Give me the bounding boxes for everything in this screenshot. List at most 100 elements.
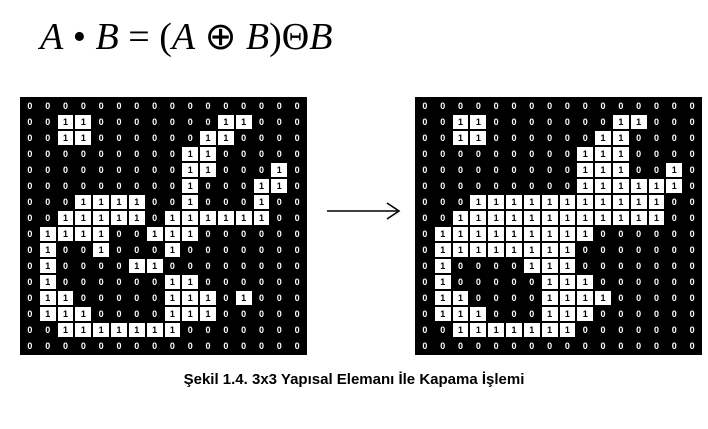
matrix-cell: 0 bbox=[145, 242, 164, 258]
matrix-cell: 0 bbox=[487, 306, 506, 322]
matrix-cell: 0 bbox=[665, 210, 684, 226]
matrix-cell: 1 bbox=[558, 322, 577, 338]
matrix-cell: 0 bbox=[21, 162, 39, 178]
matrix-cell: 1 bbox=[92, 226, 111, 242]
matrix-cell: 1 bbox=[127, 258, 146, 274]
matrix-cell: 1 bbox=[576, 274, 595, 290]
matrix-cell: 0 bbox=[611, 226, 630, 242]
matrix-cell: 1 bbox=[181, 194, 200, 210]
matrix-cell: 1 bbox=[38, 290, 57, 306]
formula-b: B bbox=[95, 16, 119, 58]
formula-b-3: B bbox=[309, 16, 333, 58]
matrix-cell: 1 bbox=[199, 290, 217, 306]
matrix-cell: 1 bbox=[252, 194, 271, 210]
matrix-cell: 0 bbox=[145, 178, 164, 194]
matrix-cell: 0 bbox=[288, 290, 306, 306]
matrix-cell: 0 bbox=[216, 194, 235, 210]
matrix-cell: 0 bbox=[558, 338, 577, 354]
matrix-cell: 1 bbox=[110, 194, 128, 210]
matrix-cell: 1 bbox=[522, 194, 541, 210]
matrix-cell: 0 bbox=[647, 130, 666, 146]
matrix-cell: 0 bbox=[540, 130, 559, 146]
matrix-cell: 0 bbox=[683, 306, 701, 322]
matrix-cell: 0 bbox=[288, 178, 306, 194]
matrix-cell: 0 bbox=[451, 258, 470, 274]
matrix-cell: 1 bbox=[74, 322, 93, 338]
matrix-cell: 0 bbox=[199, 274, 217, 290]
matrix-cell: 1 bbox=[38, 274, 57, 290]
matrix-cell: 0 bbox=[288, 114, 306, 130]
matrix-cell: 0 bbox=[252, 274, 271, 290]
matrix-cell: 1 bbox=[611, 162, 630, 178]
matrix-cell: 0 bbox=[665, 146, 684, 162]
matrix-cell: 1 bbox=[181, 290, 200, 306]
matrix-cell: 0 bbox=[216, 162, 235, 178]
matrix-cell: 0 bbox=[92, 114, 111, 130]
matrix-cell: 0 bbox=[38, 338, 57, 354]
matrix-cell: 0 bbox=[469, 146, 488, 162]
matrix-cell: 0 bbox=[38, 178, 57, 194]
matrix-cell: 1 bbox=[433, 274, 452, 290]
matrix-cell: 1 bbox=[74, 194, 93, 210]
matrix-cell: 0 bbox=[234, 98, 253, 114]
matrix-cell: 1 bbox=[270, 162, 289, 178]
matrix-cell: 1 bbox=[611, 178, 630, 194]
matrix-cell: 1 bbox=[576, 210, 595, 226]
matrix-cell: 0 bbox=[505, 130, 523, 146]
matrix-cell: 1 bbox=[433, 306, 452, 322]
matrix-cell: 0 bbox=[145, 130, 164, 146]
matrix-cell: 0 bbox=[576, 322, 595, 338]
matrix-cell: 1 bbox=[594, 162, 612, 178]
matrix-cell: 1 bbox=[163, 226, 182, 242]
matrix-cell: 0 bbox=[487, 162, 506, 178]
matrix-cell: 0 bbox=[611, 290, 630, 306]
matrix-cell: 0 bbox=[647, 162, 666, 178]
matrix-cell: 1 bbox=[433, 226, 452, 242]
matrix-cell: 0 bbox=[56, 194, 75, 210]
matrix-cell: 0 bbox=[270, 258, 289, 274]
matrix-cell: 0 bbox=[163, 194, 182, 210]
matrix-cell: 0 bbox=[145, 146, 164, 162]
matrix-cell: 0 bbox=[181, 338, 200, 354]
matrix-cell: 0 bbox=[216, 306, 235, 322]
matrix-cell: 0 bbox=[647, 242, 666, 258]
matrix-cell: 1 bbox=[469, 194, 488, 210]
matrix-cell: 1 bbox=[181, 226, 200, 242]
matrix-cell: 0 bbox=[629, 226, 648, 242]
matrix-cell: 0 bbox=[487, 146, 506, 162]
matrix-cell: 0 bbox=[163, 114, 182, 130]
matrix-cell: 1 bbox=[505, 322, 523, 338]
matrix-cell: 0 bbox=[558, 98, 577, 114]
formula-dilation-operator: ⊕ bbox=[204, 16, 237, 58]
matrix-cell: 0 bbox=[522, 274, 541, 290]
matrix-cell: 0 bbox=[505, 146, 523, 162]
matrix-cell: 1 bbox=[522, 322, 541, 338]
matrix-cell: 1 bbox=[56, 114, 75, 130]
matrix-cell: 0 bbox=[270, 114, 289, 130]
matrix-cell: 1 bbox=[163, 274, 182, 290]
formula-a: A bbox=[40, 16, 64, 58]
matrix-cell: 1 bbox=[594, 130, 612, 146]
matrix-cell: 0 bbox=[505, 338, 523, 354]
matrix-cell: 1 bbox=[127, 194, 146, 210]
matrix-cell: 0 bbox=[74, 146, 93, 162]
matrix-cell: 0 bbox=[145, 210, 164, 226]
matrix-cell: 1 bbox=[611, 146, 630, 162]
matrix-cell: 1 bbox=[469, 210, 488, 226]
matrix-cell: 0 bbox=[270, 194, 289, 210]
matrix-cell: 0 bbox=[665, 322, 684, 338]
matrix-cell: 1 bbox=[216, 130, 235, 146]
matrix-cell: 0 bbox=[451, 162, 470, 178]
matrix-cell: 0 bbox=[433, 338, 452, 354]
matrix-cell: 0 bbox=[433, 194, 452, 210]
matrix-cell: 0 bbox=[21, 306, 39, 322]
matrix-cell: 1 bbox=[216, 114, 235, 130]
matrix-cell: 1 bbox=[234, 114, 253, 130]
matrix-cell: 1 bbox=[163, 210, 182, 226]
matrix-cell: 1 bbox=[56, 290, 75, 306]
matrix-cell: 0 bbox=[74, 290, 93, 306]
matrix-cell: 0 bbox=[21, 98, 39, 114]
matrix-cell: 0 bbox=[683, 338, 701, 354]
matrix-cell: 0 bbox=[487, 130, 506, 146]
matrix-cell: 0 bbox=[74, 258, 93, 274]
